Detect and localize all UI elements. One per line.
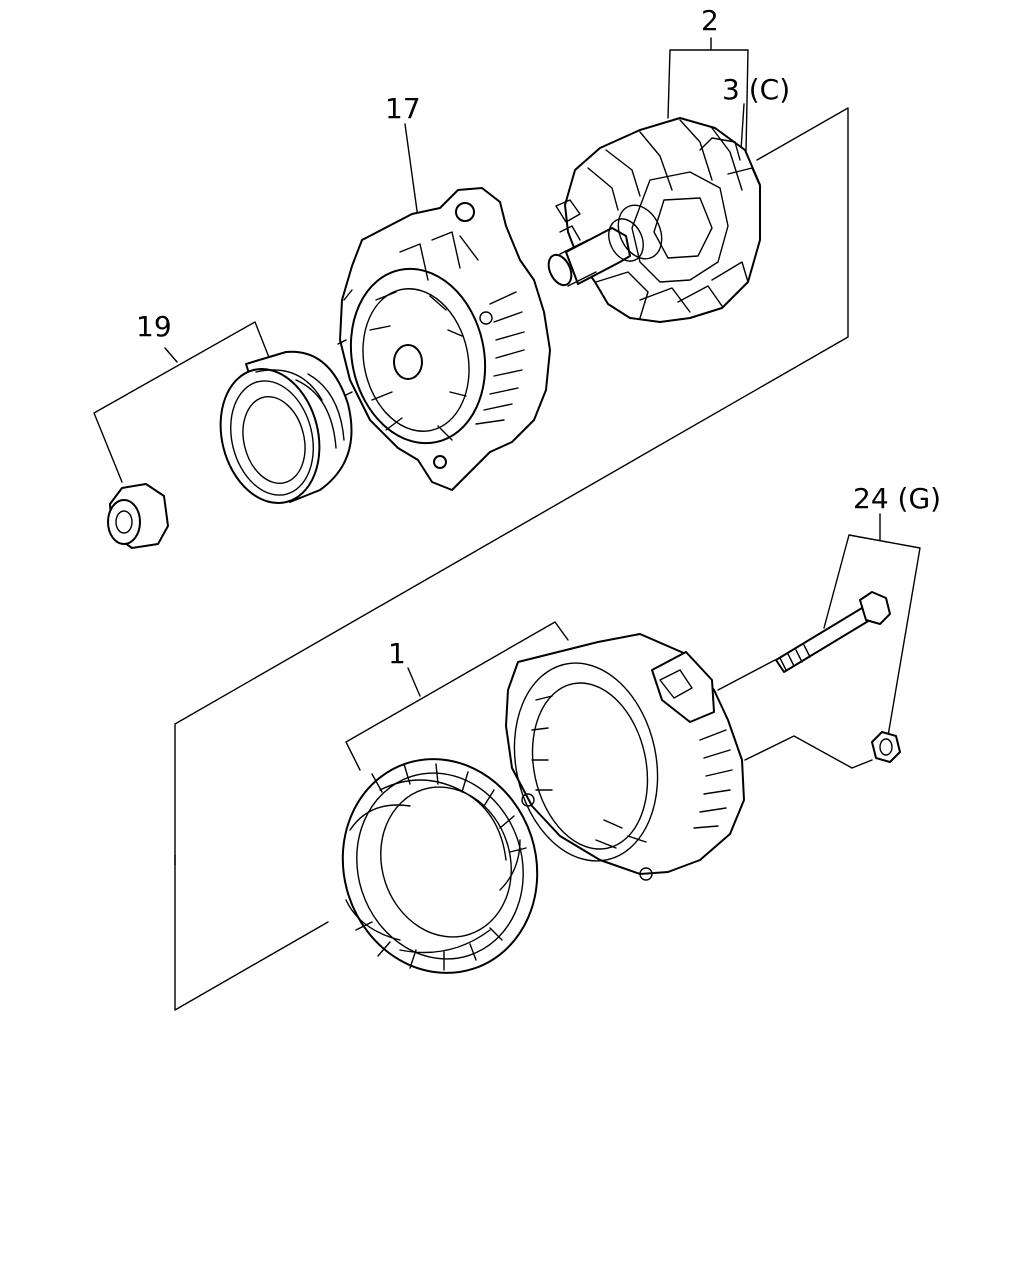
through-bolt <box>775 591 891 673</box>
pulley-nut <box>107 483 169 549</box>
rear-housing <box>505 633 745 881</box>
callout-label-24g: 24 (G) <box>853 482 941 515</box>
pulley <box>219 350 353 504</box>
rotor-assembly <box>547 117 761 323</box>
callout-label-3c: 3 (C) <box>722 73 790 106</box>
callout-label-19: 19 <box>136 310 172 343</box>
bolt-nut <box>871 731 901 763</box>
stator <box>341 758 539 974</box>
callout-label-17: 17 <box>385 92 421 125</box>
callout-label-2: 2 <box>701 4 719 37</box>
front-housing <box>337 187 551 491</box>
leader-lines <box>93 37 921 1011</box>
callout-label-1: 1 <box>388 637 406 670</box>
